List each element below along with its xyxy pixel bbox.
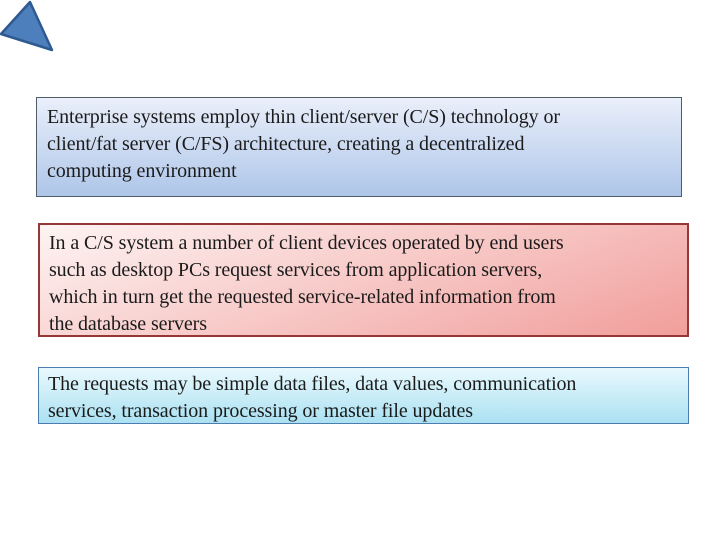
textbox-enterprise-definition: Enterprise systems employ thin client/se… xyxy=(36,97,682,197)
textbox-requests-description: The requests may be simple data files, d… xyxy=(38,367,689,424)
triangle-shape xyxy=(0,0,54,52)
corner-triangle-icon xyxy=(0,0,54,52)
textbox-cs-system-description: In a C/S system a number of client devic… xyxy=(38,223,689,337)
